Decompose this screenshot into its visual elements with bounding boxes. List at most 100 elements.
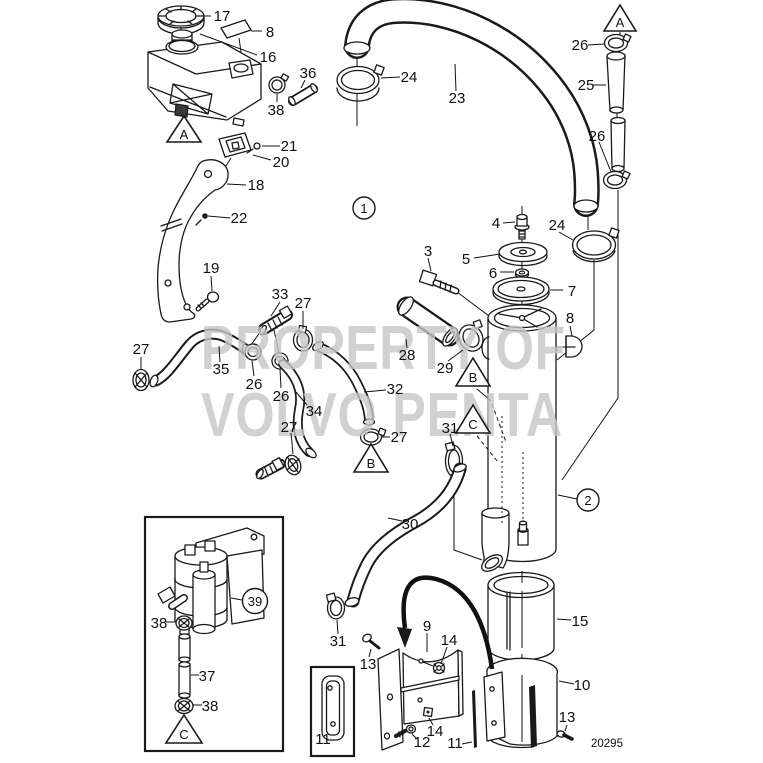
callout-30: 30 bbox=[402, 516, 419, 533]
nipple-fitting bbox=[255, 457, 286, 480]
callout-38-tank: 38 bbox=[268, 102, 285, 119]
hose-32 bbox=[312, 340, 376, 426]
callout-23: 23 bbox=[449, 90, 466, 107]
callout-15: 15 bbox=[572, 613, 589, 630]
tank-hose-clamp bbox=[268, 73, 290, 94]
callout-36: 36 bbox=[300, 65, 317, 82]
callout-34: 34 bbox=[306, 403, 323, 420]
clamp-29 bbox=[458, 319, 484, 352]
leader-lines bbox=[140, 15, 612, 745]
tank-bracket-18 bbox=[156, 159, 229, 323]
marker-b-cyl: B bbox=[469, 370, 478, 385]
expansion-tank bbox=[147, 5, 262, 127]
hose-34 bbox=[278, 359, 317, 459]
callout-28: 28 bbox=[399, 347, 416, 364]
screw-12 bbox=[394, 724, 417, 738]
clamp-24-right bbox=[571, 227, 620, 263]
callout-18: 18 bbox=[248, 177, 265, 194]
bolt-3 bbox=[418, 269, 460, 295]
callout-26-mid: 26 bbox=[589, 128, 606, 145]
clamp-26-mid bbox=[602, 170, 631, 190]
clamp-38-upper bbox=[175, 615, 193, 631]
callout-27-fitting: 27 bbox=[295, 295, 312, 312]
clamp-27-left bbox=[132, 368, 150, 392]
callout-26-a: 26 bbox=[246, 376, 263, 393]
riser-elbow bbox=[481, 507, 510, 572]
callout-20: 20 bbox=[273, 154, 290, 171]
fitting-33 bbox=[258, 305, 293, 336]
hose-28 bbox=[396, 296, 460, 347]
balloon-1: 1 bbox=[360, 201, 367, 216]
mounting-plate-20 bbox=[218, 132, 261, 167]
callout-24-left: 24 bbox=[401, 69, 418, 86]
callout-8-decal: 8 bbox=[266, 24, 274, 41]
callout-21: 21 bbox=[281, 138, 298, 155]
callout-38-b: 38 bbox=[202, 698, 219, 715]
watermark-line2: VOLVO PENTA bbox=[201, 381, 563, 450]
clamp-38-lower bbox=[174, 697, 194, 715]
callout-29: 29 bbox=[437, 360, 454, 377]
callout-32: 32 bbox=[387, 381, 404, 398]
marker-b-hose: B bbox=[367, 456, 376, 471]
riser-cylinder-2 bbox=[481, 304, 557, 563]
clamp-27-fitting bbox=[292, 324, 314, 352]
strap-inset-box bbox=[309, 665, 356, 758]
callout-13-bracket: 13 bbox=[360, 656, 377, 673]
clamp-27-hose32 bbox=[359, 427, 387, 446]
callout-9: 9 bbox=[423, 618, 431, 635]
callout-27-nipple: 27 bbox=[281, 419, 298, 436]
bolt-4 bbox=[514, 213, 530, 240]
decal-sticker bbox=[220, 19, 252, 39]
clamp-31-hose bbox=[325, 592, 346, 620]
callout-12: 12 bbox=[414, 734, 431, 751]
callout-4: 4 bbox=[492, 215, 500, 232]
callout-27-left: 27 bbox=[133, 341, 150, 358]
cover-plate-5 bbox=[498, 241, 548, 267]
routing-arrow bbox=[397, 575, 495, 670]
callout-38-a: 38 bbox=[151, 615, 168, 632]
nut-14-upper bbox=[432, 661, 446, 675]
tube-25 bbox=[606, 51, 626, 173]
hose-37 bbox=[178, 633, 191, 699]
screw-13-bracket bbox=[362, 633, 381, 650]
callout-3: 3 bbox=[424, 243, 432, 260]
callout-26-top: 26 bbox=[572, 37, 589, 54]
callout-37: 37 bbox=[199, 668, 216, 685]
gasket-7 bbox=[492, 276, 550, 306]
watermark-line1: PROPERTY OF bbox=[201, 314, 566, 383]
callout-24-right: 24 bbox=[549, 217, 566, 234]
sleeve-15 bbox=[487, 571, 555, 664]
marker-a-tank: A bbox=[180, 127, 189, 142]
hose-stub-36 bbox=[288, 83, 318, 106]
clamp-26-a bbox=[244, 343, 262, 361]
callout-labels: 17 8 16 36 38 21 20 18 22 19 27 35 33 27… bbox=[133, 8, 606, 752]
marker-a-top: A bbox=[616, 15, 625, 30]
shim-strip-11 bbox=[472, 690, 477, 748]
callout-27-hose32: 27 bbox=[391, 429, 408, 446]
view-markers: A A B C B C bbox=[164, 3, 638, 744]
callout-5: 5 bbox=[462, 251, 470, 268]
callout-14-b: 14 bbox=[427, 723, 444, 740]
callout-22: 22 bbox=[231, 210, 248, 227]
clamp-26-top bbox=[603, 33, 632, 53]
callout-26-b: 26 bbox=[273, 388, 290, 405]
callout-11-shim: 11 bbox=[447, 735, 463, 752]
callout-13-shell: 13 bbox=[559, 709, 576, 726]
callout-11-strap: 11 bbox=[315, 731, 331, 748]
callout-7: 7 bbox=[568, 283, 576, 300]
callout-31-elbow: 31 bbox=[442, 420, 459, 437]
marker-guide-lines bbox=[476, 388, 524, 524]
hose-30 bbox=[344, 462, 467, 608]
shell-10 bbox=[483, 657, 559, 749]
nut-14-lower bbox=[422, 706, 434, 718]
callout-6: 6 bbox=[489, 265, 497, 282]
callout-16: 16 bbox=[260, 49, 277, 66]
drain-nipple bbox=[517, 520, 529, 546]
callout-33: 33 bbox=[272, 286, 289, 303]
marker-c-cyl: C bbox=[468, 417, 477, 432]
callout-14-a: 14 bbox=[441, 632, 458, 649]
clamp-27-nipple bbox=[284, 454, 302, 476]
callout-25: 25 bbox=[578, 77, 595, 94]
